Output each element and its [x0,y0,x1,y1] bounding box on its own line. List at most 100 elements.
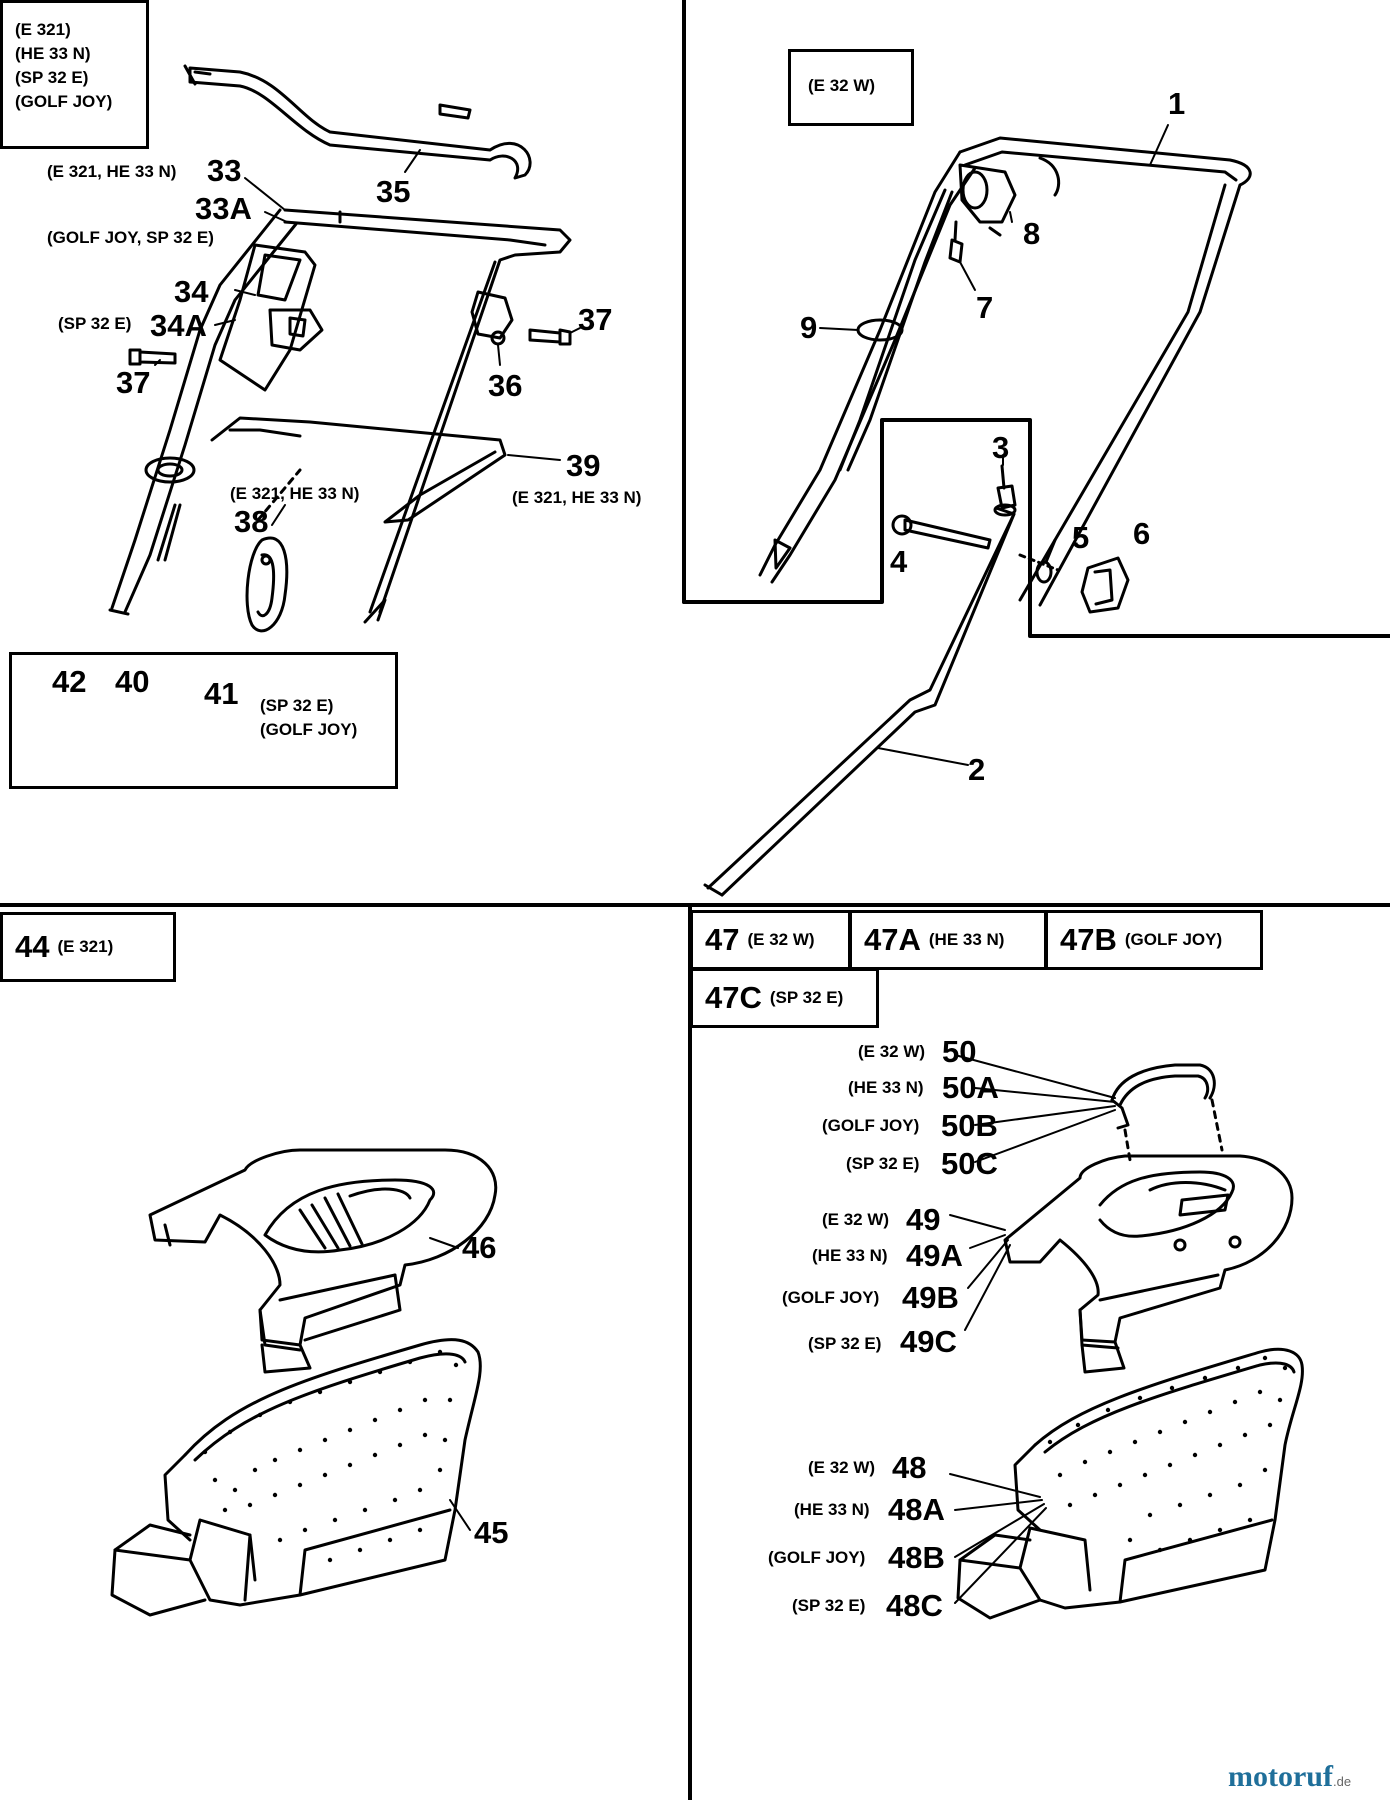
model-box-top-left-line-1: (E 321) [15,20,71,39]
note-50c: (SP 32 E) [846,1154,920,1173]
tab-47: 47 (E 32 W) [690,910,851,970]
callout-8: 8 [1023,216,1041,251]
callout-49c: 49C [900,1324,957,1359]
upper-handle-35 [183,64,532,180]
callout-36: 36 [488,368,523,403]
motoruf-logo: motoruf.de [1228,1760,1351,1794]
tab-47b-num: 47B [1060,922,1117,957]
callout-5: 5 [1072,520,1090,555]
tab-47a-num: 47A [864,922,921,957]
leaders-bottom-left [429,1237,471,1531]
handle-frame-33 [108,208,572,624]
callout-48a: 48A [888,1492,945,1527]
callout-6: 6 [1133,516,1151,551]
catcher-lid-46 [148,1148,498,1374]
note-49: (E 32 W) [822,1210,890,1229]
kit-box-line-2: (GOLF JOY) [260,720,358,739]
callout-4: 4 [890,544,908,579]
model-box-top-left-line-2: (HE 33 N) [15,44,91,63]
tab-47-model: (E 32 W) [747,930,815,949]
leaders-top-right [819,124,1169,766]
leaders-bottom-right [949,1054,1116,1604]
callout-42: 42 [52,664,87,699]
callout-49a: 49A [906,1238,963,1273]
callout-50a: 50A [942,1070,999,1105]
catcher-basket-48 [956,1347,1304,1620]
kit-box [9,652,398,789]
tab-44-num: 44 [15,929,50,964]
bolt-4 [891,514,992,550]
model-box-top-left-line-4: (GOLF JOY) [15,92,113,111]
tab-47a: 47A (HE 33 N) [849,910,1047,970]
note-33a: (GOLF JOY, SP 32 E) [47,228,214,247]
cable-9 [773,188,954,570]
note-38: (E 321, HE 33 N) [230,484,360,503]
note-48c: (SP 32 E) [792,1596,866,1615]
tab-44-model: (E 321) [57,937,114,956]
callout-45: 45 [474,1515,509,1550]
tab-47-num: 47 [705,922,740,957]
callout-34a: 34A [150,308,207,343]
catcher-basket-45 [110,1338,482,1617]
callout-50c: 50C [941,1146,998,1181]
model-box-top-right-label: (E 32 W) [808,76,876,95]
kit-box-line-1: (SP 32 E) [260,696,334,715]
callout-34: 34 [174,274,209,309]
callout-35: 35 [376,174,411,209]
callout-7: 7 [976,290,994,325]
callout-38: 38 [234,504,269,539]
switch-box-34 [218,243,324,392]
callout-41: 41 [204,676,239,711]
callout-40: 40 [115,664,150,699]
callout-50b: 50B [941,1108,998,1143]
motoruf-logo-name: motoruf [1228,1760,1333,1793]
callout-37-right: 37 [578,302,613,337]
callout-2: 2 [968,752,986,787]
callout-48: 48 [892,1450,927,1485]
callout-9: 9 [800,310,818,345]
note-34a: (SP 32 E) [58,314,132,333]
clamp-36 [470,290,514,346]
model-box-top-left [0,0,149,149]
note-50: (E 32 W) [858,1042,926,1061]
switch-8 [958,163,1017,237]
callout-1: 1 [1168,86,1186,121]
model-box-top-right [788,49,914,126]
tab-47c: 47C (SP 32 E) [690,968,879,1028]
tab-47b-model: (GOLF JOY) [1124,930,1223,949]
callout-49: 49 [906,1202,941,1237]
tab-47b: 47B (GOLF JOY) [1045,910,1263,970]
pin-3 [996,464,1017,510]
note-50a: (HE 33 N) [848,1078,924,1097]
note-48a: (HE 33 N) [794,1500,870,1519]
tab-47a-model: (HE 33 N) [928,930,1005,949]
tab-47c-model: (SP 32 E) [769,988,844,1007]
callout-46: 46 [462,1230,497,1265]
note-50b: (GOLF JOY) [822,1116,920,1135]
knob-6 [1080,556,1130,614]
catcher-lid-49 [1003,1154,1294,1374]
note-48b: (GOLF JOY) [768,1548,866,1567]
callout-39: 39 [566,448,601,483]
leaders-top-left [154,149,581,526]
washer-5 [1035,538,1057,584]
lower-tube-2 [703,503,1060,897]
note-39: (E 321, HE 33 N) [512,488,642,507]
callout-48b: 48B [888,1540,945,1575]
catcher-handle-50 [1110,1063,1224,1162]
callout-33a: 33A [195,191,252,226]
note-49a: (HE 33 N) [812,1246,888,1265]
cable-clip-38 [245,468,302,633]
tab-47c-num: 47C [705,980,762,1015]
note-33: (E 321, HE 33 N) [47,162,177,181]
callout-37-left: 37 [116,365,151,400]
model-box-top-left-line-3: (SP 32 E) [15,68,89,87]
bolts-37 [128,328,572,366]
callout-50: 50 [942,1034,977,1069]
motoruf-logo-tld: .de [1332,1774,1352,1789]
screw-7 [948,220,964,264]
mesh-dots-48 [1047,1355,1288,1553]
callout-48c: 48C [886,1588,943,1623]
